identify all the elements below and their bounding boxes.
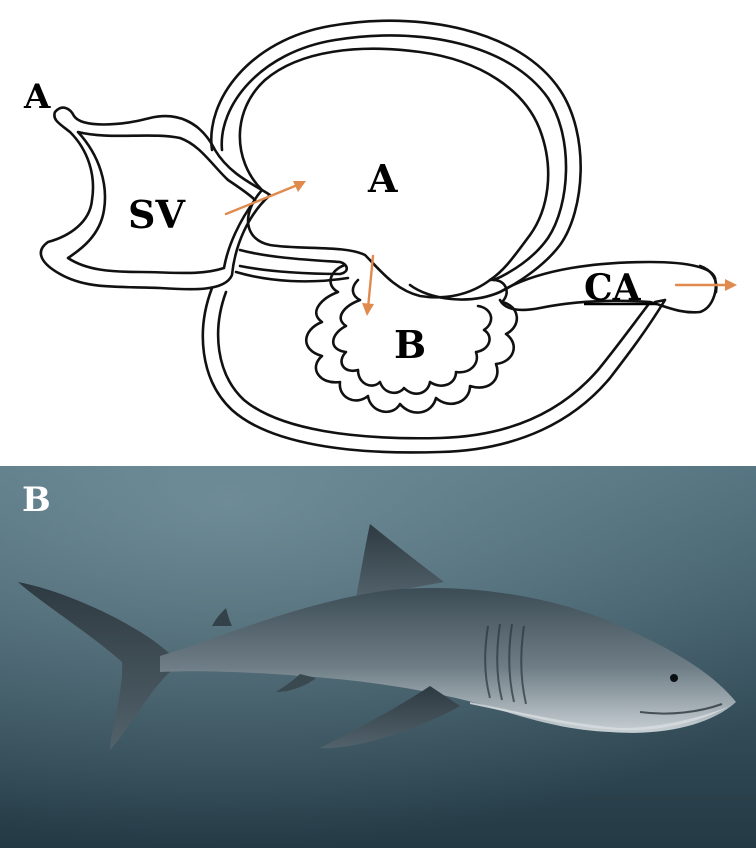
heart-diagram-panel: A SV A B CA <box>0 0 756 466</box>
label-atrium-outer: A <box>23 77 51 117</box>
heart-diagram: A SV A B CA <box>0 0 756 466</box>
pericardium-inner-wall <box>218 292 648 438</box>
shark-photo <box>0 466 756 848</box>
sinoatrial-canal-upper <box>240 250 347 274</box>
flow-arrow-outflow <box>676 279 737 291</box>
label-atrium: A <box>367 156 398 201</box>
label-sinus-venosus: SV <box>128 192 186 237</box>
label-ventricle: B <box>394 322 426 367</box>
shark-eye <box>670 674 678 682</box>
pericardium-outer-wall <box>203 288 665 452</box>
flow-arrow-atrium-to-ventricle <box>362 256 374 316</box>
conus-arteriosus-outflow <box>700 266 716 292</box>
label-conus-arteriosus: CA <box>584 267 642 309</box>
panel-letter-b: B <box>22 480 51 520</box>
shark-photo-panel: B <box>0 466 756 848</box>
